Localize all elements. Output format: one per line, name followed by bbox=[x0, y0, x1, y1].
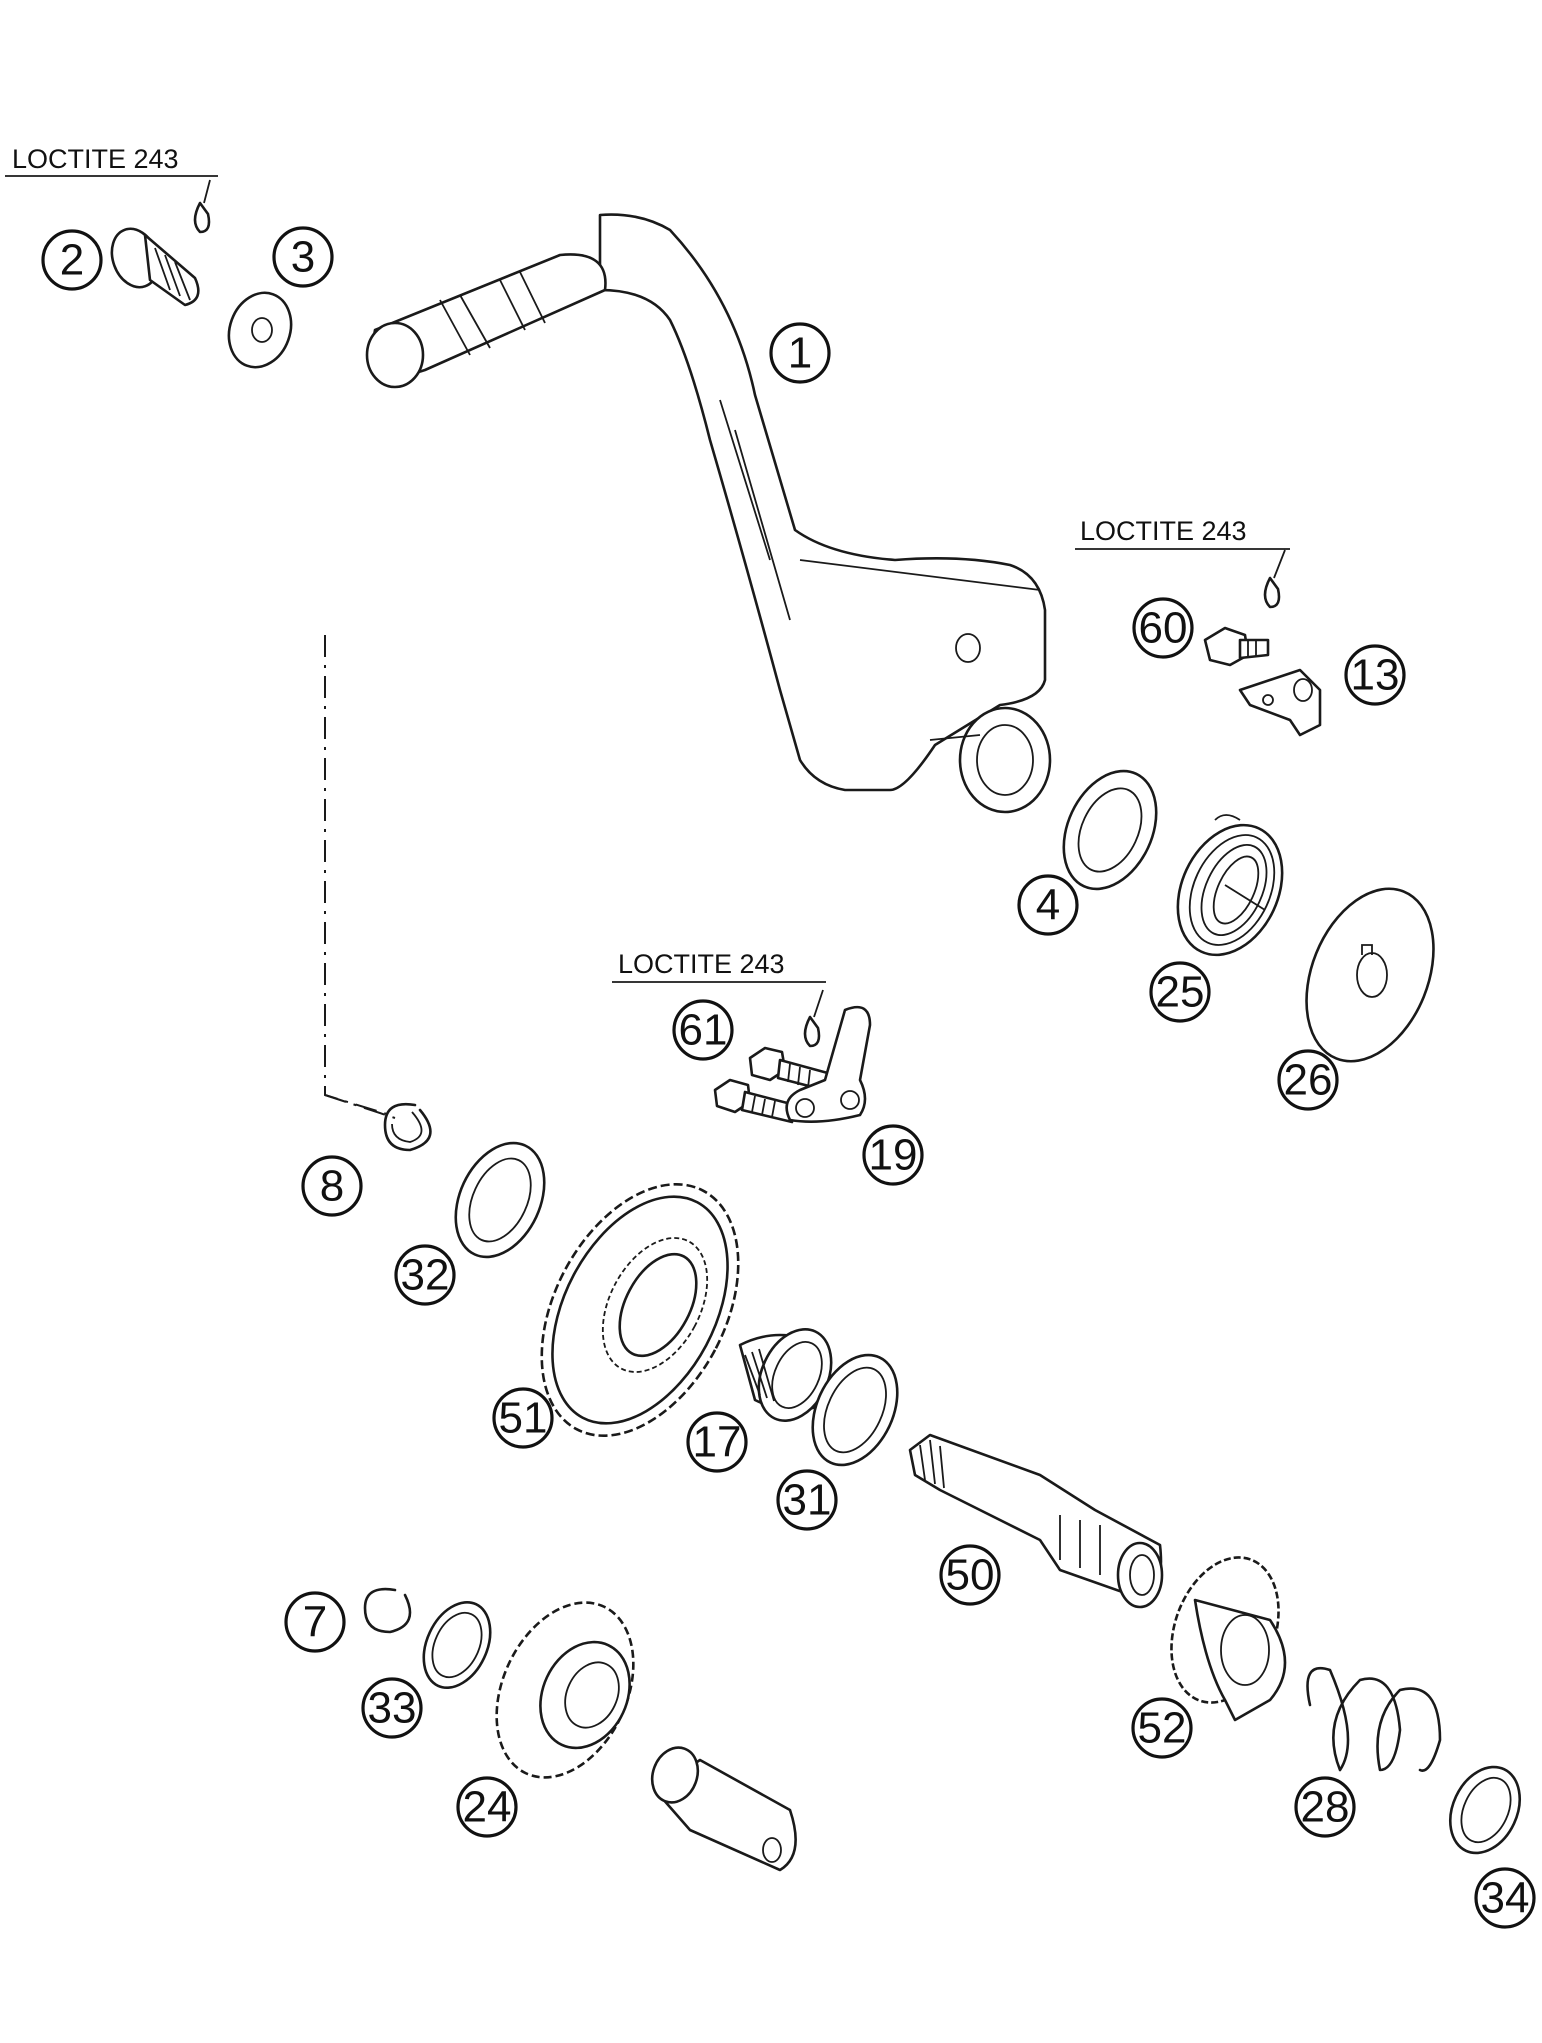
washer-part-34 bbox=[1449, 1765, 1521, 1855]
bolt-part-61 bbox=[713, 1046, 837, 1124]
svg-text:1: 1 bbox=[788, 329, 812, 378]
loctite-drop-icons bbox=[193, 179, 1286, 1048]
svg-text:31: 31 bbox=[783, 1476, 832, 1525]
svg-text:7: 7 bbox=[303, 1598, 327, 1647]
svg-text:17: 17 bbox=[693, 1418, 742, 1467]
callout-24: 24 bbox=[456, 1776, 518, 1838]
loctite-note-2: LOCTITE 243 bbox=[1075, 516, 1290, 550]
bracket-part-13 bbox=[1238, 668, 1322, 737]
washer-part-32 bbox=[454, 1141, 546, 1259]
callout-17: 17 bbox=[686, 1411, 748, 1473]
svg-text:34: 34 bbox=[1481, 1874, 1530, 1923]
callout-25: 25 bbox=[1149, 961, 1211, 1023]
svg-text:50: 50 bbox=[946, 1551, 995, 1600]
bolt-part-60 bbox=[1203, 626, 1270, 667]
circlip-part-8 bbox=[383, 1102, 432, 1152]
callout-1: 1 bbox=[769, 322, 831, 384]
kick-lever-part bbox=[365, 213, 1052, 814]
washer-part-33 bbox=[422, 1600, 492, 1690]
callout-4: 4 bbox=[1017, 874, 1079, 936]
spring-part-25 bbox=[1176, 814, 1284, 957]
svg-text:60: 60 bbox=[1139, 604, 1188, 653]
svg-text:25: 25 bbox=[1156, 968, 1205, 1017]
callout-28: 28 bbox=[1294, 1776, 1356, 1838]
ratchet-part-52 bbox=[1170, 1556, 1287, 1722]
callout-50: 50 bbox=[939, 1544, 1001, 1606]
washer-part-31 bbox=[811, 1353, 899, 1467]
pin-part bbox=[650, 1746, 797, 1872]
callout-26: 26 bbox=[1277, 1049, 1339, 1111]
svg-text:51: 51 bbox=[499, 1394, 548, 1443]
callout-32: 32 bbox=[394, 1244, 456, 1306]
callout-3: 3 bbox=[272, 226, 334, 288]
gear-part-24 bbox=[495, 1601, 635, 1779]
svg-text:19: 19 bbox=[869, 1131, 918, 1180]
spring-part-28 bbox=[1306, 1666, 1442, 1772]
gear-part-51 bbox=[540, 1182, 740, 1438]
callout-52: 52 bbox=[1131, 1697, 1193, 1759]
callout-61: 61 bbox=[672, 999, 734, 1061]
lever-part-19 bbox=[785, 1005, 872, 1123]
callout-19: 19 bbox=[862, 1124, 924, 1186]
svg-text:61: 61 bbox=[679, 1006, 728, 1055]
loctite-note-1: LOCTITE 243 bbox=[5, 144, 218, 177]
disc-part-26 bbox=[1305, 887, 1435, 1063]
callout-60: 60 bbox=[1132, 597, 1194, 659]
svg-text:24: 24 bbox=[463, 1783, 512, 1832]
callout-7: 7 bbox=[284, 1591, 346, 1653]
circlip-part-7 bbox=[363, 1587, 412, 1634]
callout-31: 31 bbox=[776, 1469, 838, 1531]
bearing-part-17 bbox=[738, 1328, 837, 1422]
loctite-note-1-text: LOCTITE 243 bbox=[12, 144, 179, 174]
svg-text:13: 13 bbox=[1351, 651, 1400, 700]
shaft-part-50 bbox=[908, 1433, 1164, 1609]
assembly-guide-line bbox=[324, 635, 391, 1116]
callout-51: 51 bbox=[492, 1387, 554, 1449]
svg-text:32: 32 bbox=[401, 1251, 450, 1300]
svg-text:28: 28 bbox=[1301, 1783, 1350, 1832]
svg-text:2: 2 bbox=[60, 236, 84, 285]
callout-34: 34 bbox=[1474, 1867, 1536, 1929]
svg-text:8: 8 bbox=[320, 1162, 344, 1211]
callout-8: 8 bbox=[301, 1155, 363, 1217]
callout-33: 33 bbox=[361, 1677, 423, 1739]
callout-2: 2 bbox=[41, 229, 103, 291]
svg-text:52: 52 bbox=[1138, 1704, 1187, 1753]
loctite-note-3-text: LOCTITE 243 bbox=[618, 949, 785, 979]
assembly-guide-line-end bbox=[324, 1094, 396, 1119]
washer-part-3 bbox=[227, 291, 293, 369]
svg-text:4: 4 bbox=[1036, 881, 1060, 930]
washer-part-4 bbox=[1062, 769, 1158, 891]
svg-text:26: 26 bbox=[1284, 1056, 1333, 1105]
callout-13: 13 bbox=[1344, 644, 1406, 706]
screw-part-2 bbox=[110, 227, 200, 307]
loctite-note-2-text: LOCTITE 243 bbox=[1080, 516, 1247, 546]
svg-text:3: 3 bbox=[291, 233, 315, 282]
svg-text:33: 33 bbox=[368, 1684, 417, 1733]
loctite-note-3: LOCTITE 243 bbox=[612, 949, 826, 983]
